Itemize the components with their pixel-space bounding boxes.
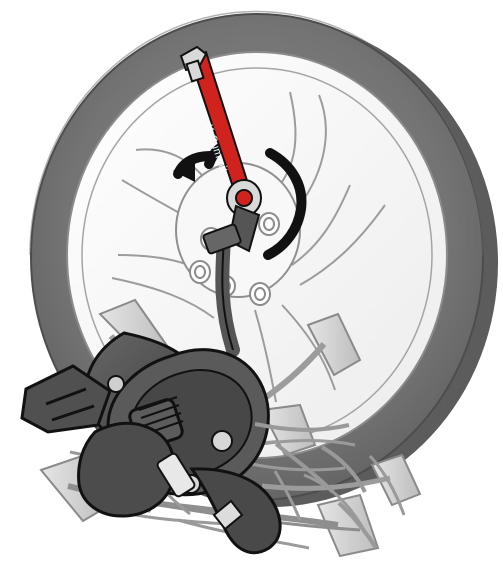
illustration-stage: K-Summit (0, 0, 503, 574)
snow-chain-installation-illustration: K-Summit (0, 0, 503, 574)
